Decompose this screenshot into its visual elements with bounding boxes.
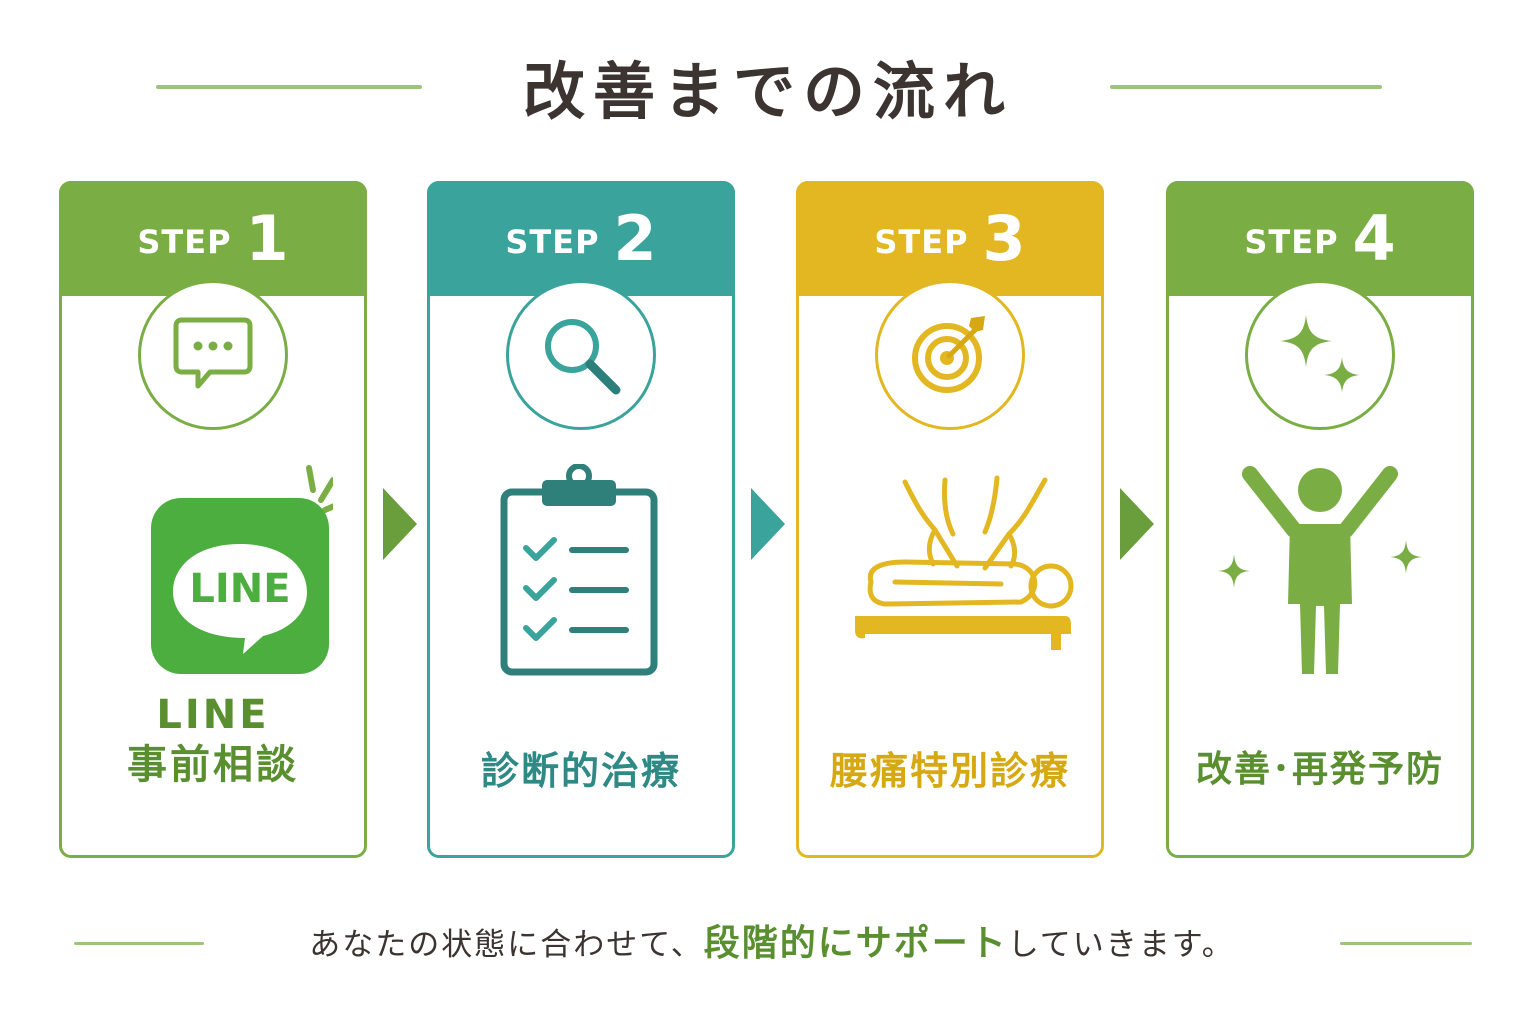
step-header-2: STEP 2 [427,181,735,296]
step-number: 3 [982,202,1026,275]
step-number: 1 [245,202,289,275]
sparkle-icon [1280,315,1360,393]
step-header-3: STEP 3 [796,181,1104,296]
magnifier-icon [545,319,621,395]
step-icon-circle-1 [138,280,288,430]
back-massage-icon [855,475,1074,650]
step-card-3: STEP 3 腰痛特別診療 [796,181,1104,858]
step-label: STEP [1244,222,1339,261]
target-arrow-icon [912,316,985,393]
step-caption-2: 診断的治療 [480,749,681,793]
step-caption-4: 改善･再発予防 [1195,749,1444,790]
arrow-right-icon [383,488,417,560]
step-icon-circle-3 [875,280,1025,430]
cheering-person-icon [1218,466,1422,674]
page-title: 改善までの流れ [522,55,1013,128]
step-header-4: STEP 4 [1166,181,1474,296]
title-divider-left [156,85,422,89]
footer-message: あなたの状態に合わせて、段階的にサポートしていきます。 [0,916,1536,972]
footer-text: あなたの状態に合わせて、段階的にサポートしていきます。 [220,916,1324,973]
footer-divider-right [1340,942,1472,945]
arrow-right-icon [751,488,785,560]
step-label: STEP [505,222,600,261]
line-logo-text: LINE [189,566,290,612]
notification-burst-icon [306,465,333,513]
step-icon-circle-4 [1245,280,1395,430]
step-illustration-1: LINE [62,454,364,694]
title-area: 改善までの流れ [0,52,1536,132]
step-header-1: STEP 1 [59,181,367,296]
step-illustration-4 [1169,454,1471,694]
clipboard-checklist-icon [500,464,658,676]
step-caption-1: LINE 事前相談 [62,690,364,790]
footer-text-before: あなたの状態に合わせて、 [309,927,704,963]
step-icon-circle-2 [506,280,656,430]
chat-bubble-icon [173,317,253,389]
step-caption-3: 腰痛特別診療 [829,749,1070,793]
line-app-icon: LINE [151,465,333,674]
footer-text-highlight: 段階的にサポート [703,923,1008,964]
footer-text-after: していきます。 [1007,927,1235,963]
step-label: STEP [137,222,232,261]
step-card-1: STEP 1 LINE LINE 事前相談 [59,181,367,858]
step-card-2: STEP 2 診断的治療 [427,181,735,858]
step-illustration-3 [799,454,1101,694]
step-label: STEP [874,222,969,261]
step-illustration-2 [430,454,732,694]
caption-line: 事前相談 [127,742,299,788]
step-number: 2 [613,202,657,275]
step-number: 4 [1352,202,1396,275]
caption-line: LINE [156,692,270,738]
title-divider-right [1110,85,1382,89]
arrow-right-icon [1120,488,1154,560]
step-card-4: STEP 4 改善･再発予防 [1166,181,1474,858]
footer-divider-left [74,942,204,945]
